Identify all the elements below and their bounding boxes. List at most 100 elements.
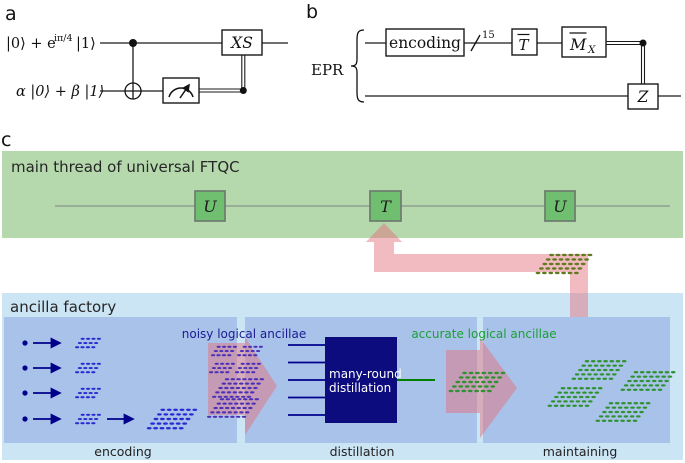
ancilla-dot bbox=[609, 360, 615, 363]
ancilla-dot bbox=[221, 354, 226, 357]
ancilla-dot bbox=[153, 427, 159, 430]
ancilla-dot bbox=[245, 371, 250, 374]
ancilla-dot bbox=[576, 391, 581, 394]
ancilla-dot bbox=[96, 337, 101, 340]
ancilla-dot bbox=[228, 402, 233, 405]
ancilla-dot bbox=[585, 387, 591, 390]
ancilla-dot bbox=[661, 375, 666, 378]
physical-qubit-dot bbox=[22, 390, 28, 396]
ancilla-dot bbox=[585, 395, 590, 399]
ancilla-dot bbox=[256, 362, 261, 365]
classical-junction-dot bbox=[239, 87, 247, 94]
ancilla-dot bbox=[487, 380, 493, 384]
ancilla-dot bbox=[462, 371, 467, 375]
ancilla-dot bbox=[471, 385, 476, 388]
ancilla-dot bbox=[602, 410, 607, 414]
ancilla-dot bbox=[577, 258, 583, 261]
ancilla-dot bbox=[571, 377, 577, 380]
ancilla-dot bbox=[234, 402, 239, 405]
ancilla-dot bbox=[568, 262, 573, 266]
ancilla-dot bbox=[571, 258, 577, 261]
ancilla-dot bbox=[189, 413, 194, 416]
ancilla-dot bbox=[565, 258, 570, 261]
ancilla-dot bbox=[584, 258, 589, 261]
ancilla-dot bbox=[248, 406, 253, 410]
ancilla-dot bbox=[254, 366, 259, 370]
encoding-gate-box bbox=[385, 28, 465, 57]
ancilla-dot bbox=[639, 371, 645, 374]
ancilla-dot bbox=[88, 366, 93, 370]
ancilla-dot bbox=[664, 379, 669, 383]
ancilla-dot bbox=[250, 349, 255, 353]
ancilla-dot bbox=[230, 349, 235, 353]
ancilla-dot bbox=[572, 404, 577, 407]
ancilla-dot bbox=[620, 388, 626, 391]
bundle-slash-icon bbox=[470, 34, 481, 52]
ancilla-dot bbox=[611, 406, 617, 409]
ancilla-dot bbox=[88, 341, 93, 345]
ancilla-dot bbox=[227, 354, 232, 357]
ancilla-dot bbox=[77, 341, 82, 345]
ancilla-dot bbox=[242, 406, 247, 410]
ancilla-dot bbox=[242, 354, 247, 357]
ancilla-dot bbox=[179, 417, 185, 421]
ancilla-dot bbox=[88, 417, 93, 421]
ancilla-dot bbox=[542, 262, 548, 266]
ancilla-dot bbox=[242, 378, 247, 381]
ancilla-dot bbox=[636, 415, 641, 418]
ancilla-dot bbox=[574, 271, 579, 275]
ancilla-dot bbox=[94, 417, 99, 421]
ancilla-dot bbox=[573, 387, 578, 390]
ancilla-dot bbox=[590, 360, 596, 363]
ancilla-dot bbox=[602, 377, 608, 380]
ancilla-dot bbox=[461, 380, 467, 384]
ancilla-dot bbox=[86, 337, 91, 340]
ancilla-dot bbox=[219, 398, 225, 401]
ancilla-dot bbox=[96, 413, 101, 416]
ancilla-dot bbox=[645, 379, 651, 383]
ancilla-dot bbox=[490, 376, 496, 379]
ancilla-dot bbox=[221, 382, 226, 385]
ancilla-dot bbox=[224, 415, 229, 418]
ancilla-dot bbox=[464, 385, 470, 388]
noisy-flow-arrow bbox=[208, 337, 277, 435]
ancilla-dot bbox=[192, 408, 198, 411]
ancilla-dot bbox=[623, 415, 629, 418]
ancilla-dot bbox=[605, 415, 610, 418]
accurate-flow-arrow bbox=[446, 338, 517, 438]
ancilla-dot bbox=[608, 410, 613, 414]
ancilla-dot bbox=[633, 402, 639, 405]
ancilla-dot bbox=[253, 345, 258, 348]
ancilla-dot bbox=[605, 373, 611, 376]
ancilla-dot bbox=[225, 371, 230, 374]
xs-gate-box bbox=[221, 29, 263, 56]
ancilla-dot bbox=[210, 411, 215, 414]
ancilla-dot bbox=[624, 406, 629, 409]
ancilla-grid-noisy bbox=[209, 362, 235, 374]
panel-c: c main thread of universal FTQC U T U an… bbox=[1, 129, 683, 460]
ancilla-dot bbox=[75, 371, 80, 374]
ancilla-dot bbox=[225, 398, 230, 401]
ancilla-dot bbox=[577, 377, 583, 380]
ancilla-dot bbox=[239, 411, 244, 414]
u-gate-1-box bbox=[194, 190, 226, 222]
ancilla-dot bbox=[452, 385, 457, 388]
ancilla-dot bbox=[574, 262, 580, 266]
ancilla-dot bbox=[86, 387, 91, 390]
ancilla-dot bbox=[561, 262, 567, 266]
ancilla-dot bbox=[225, 406, 230, 410]
ancilla-dot bbox=[233, 382, 238, 385]
panel-b-label: b bbox=[306, 1, 318, 23]
ancilla-dot bbox=[83, 341, 88, 345]
ancilla-dot bbox=[75, 346, 80, 349]
ancilla-dot bbox=[578, 395, 584, 399]
ancilla-dot bbox=[83, 366, 88, 370]
ancilla-dot bbox=[577, 267, 583, 270]
ancilla-dot bbox=[477, 385, 483, 388]
ancilla-dot bbox=[88, 391, 93, 395]
ancilla-dot bbox=[555, 262, 560, 266]
ancilla-dot bbox=[207, 415, 212, 418]
ancilla-dot bbox=[633, 410, 638, 414]
ancilla-dot bbox=[590, 368, 596, 372]
ancilla-dot bbox=[598, 415, 604, 418]
